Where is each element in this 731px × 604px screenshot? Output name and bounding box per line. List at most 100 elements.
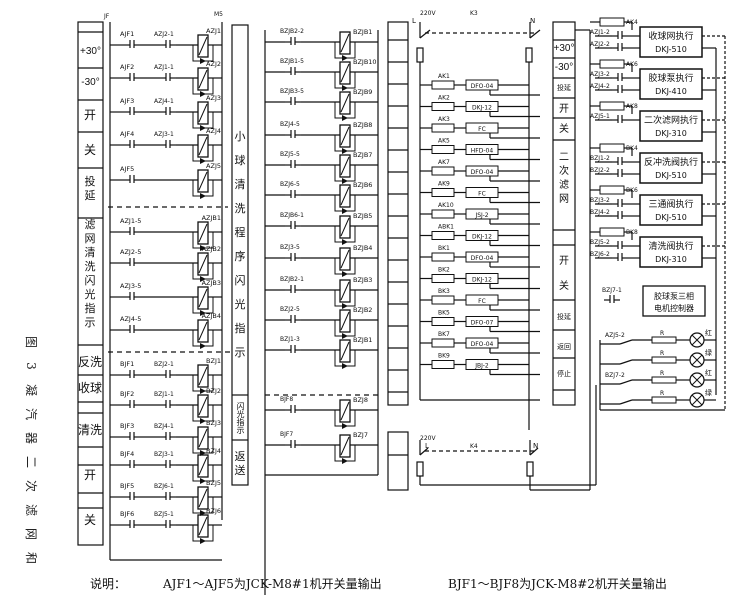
diode-icon [342,148,348,154]
relay-coil: BZJ1 [192,357,221,394]
switch-k3-l [419,29,431,39]
diode-loop [192,297,214,314]
contact-label: AZJ5-2 [605,332,625,339]
diode-icon [200,276,206,282]
breaker-label: BK2 [438,267,450,274]
right-label: 停止 [557,369,571,378]
switch-label: K4 [470,443,478,450]
relay-coil: BZJ7 [334,431,368,464]
diode-loop [334,42,356,59]
breaker-label: ABK1 [438,224,454,231]
coil-label: BZJB3 [353,276,372,284]
coil-slash [198,171,208,191]
coil-body [339,215,351,239]
contact-label: BZJ5-1 [154,511,174,518]
diode-loop [334,350,356,367]
coil-body [197,134,209,158]
breaker-label: AK1 [438,73,450,80]
right-label: 投延 [557,83,571,92]
right-label: 开 [559,256,569,267]
actuator-model: DKJ-310 [655,255,687,264]
contact-label: AZJ2-1 [154,31,174,38]
relay-coil: AZJB4 [192,312,221,349]
coil-body [339,124,351,148]
motor-controller-box [642,285,706,317]
diode-icon [200,91,206,97]
contact-label: BZJB1-5 [280,58,304,65]
contact-label: BJF6 [120,510,134,518]
device-label: DFO-04 [471,83,494,90]
coil-body [197,67,209,91]
caption-char: 汽 [24,407,38,420]
contact-label: BZJ7-1 [602,287,622,294]
diode-icon [200,310,206,316]
relay-coil: BZJB9 [334,88,372,121]
coil-body [197,364,209,388]
breaker-ak6 [599,59,625,69]
diode-loop [192,263,214,280]
relay-coil: AZJB2 [192,245,221,282]
lamp-icon [689,392,705,408]
breaker-ak4 [599,17,625,27]
diode-icon [342,115,348,121]
fuse [525,47,533,63]
device-label: DFO-04 [471,169,494,176]
power-label-column [387,21,409,406]
diode-loop [334,410,356,427]
diode-loop [334,102,356,119]
coil-slash [198,366,208,386]
coil-body [197,486,209,510]
caption-char: 凝 [24,383,38,396]
fuse [526,461,534,477]
relay-coil: AZJB1 [192,214,221,251]
actuator-model: DKJ-310 [655,129,687,138]
diode-loop [192,145,214,162]
lamp-switch [619,379,633,385]
coil-slash [340,311,350,331]
middle-bottom-text: 返送 [235,450,246,477]
contact-label: BZJ3-2 [590,197,610,204]
breaker-bk3 [431,295,455,305]
breaker-bk5 [431,317,455,326]
coil-slash [198,321,208,341]
diode-icon [342,423,348,429]
voltage-label: 220V [420,10,436,17]
label-char: 示 [85,316,96,329]
coil-slash [198,136,208,156]
breaker-label: AK9 [438,181,450,188]
label-char: 二 [559,152,569,163]
diode-icon [342,363,348,369]
contact-label: BJF3 [120,422,134,430]
left-label-column [77,21,104,546]
label-char: 送 [235,463,246,477]
breaker-label: AK2 [438,95,450,102]
coil-slash [198,36,208,56]
note-ajf: AJF1～AJF5为JCK-M8#1机开关量输出 [163,577,382,591]
lamp-color-label: 绿 [705,348,712,357]
relay-coil: AZJ1 [192,27,221,64]
contact-label: BJF1 [120,360,134,368]
diode-loop [334,165,356,182]
coil-body [339,154,351,178]
coil-slash [340,436,350,456]
switch-label: K3 [470,10,478,17]
coil-body [339,31,351,55]
coil-label: BZJB1 [353,336,372,344]
actuator-name: 二次滤网执行 [644,114,698,126]
contact-label: BJF5 [120,482,134,490]
left-label: 清洗 [78,423,102,437]
caption-char: 器 [24,431,38,444]
contact-label: AZJ3-5 [120,282,141,290]
coil-label: AZJB2 [202,245,221,253]
device-label: JSJ-2 [474,212,488,219]
left-label-minus30: -30° [81,77,100,88]
coil-label: BZJ7 [353,431,368,439]
label-char: 序 [235,249,246,263]
right-label: 投延 [557,312,571,321]
right-label-minus30: -30° [554,62,574,73]
contact-label: BZJ4-1 [154,423,174,430]
coil-slash [198,254,208,274]
breaker-abk1 [431,231,455,240]
coil-label: AZJB3 [202,279,221,287]
